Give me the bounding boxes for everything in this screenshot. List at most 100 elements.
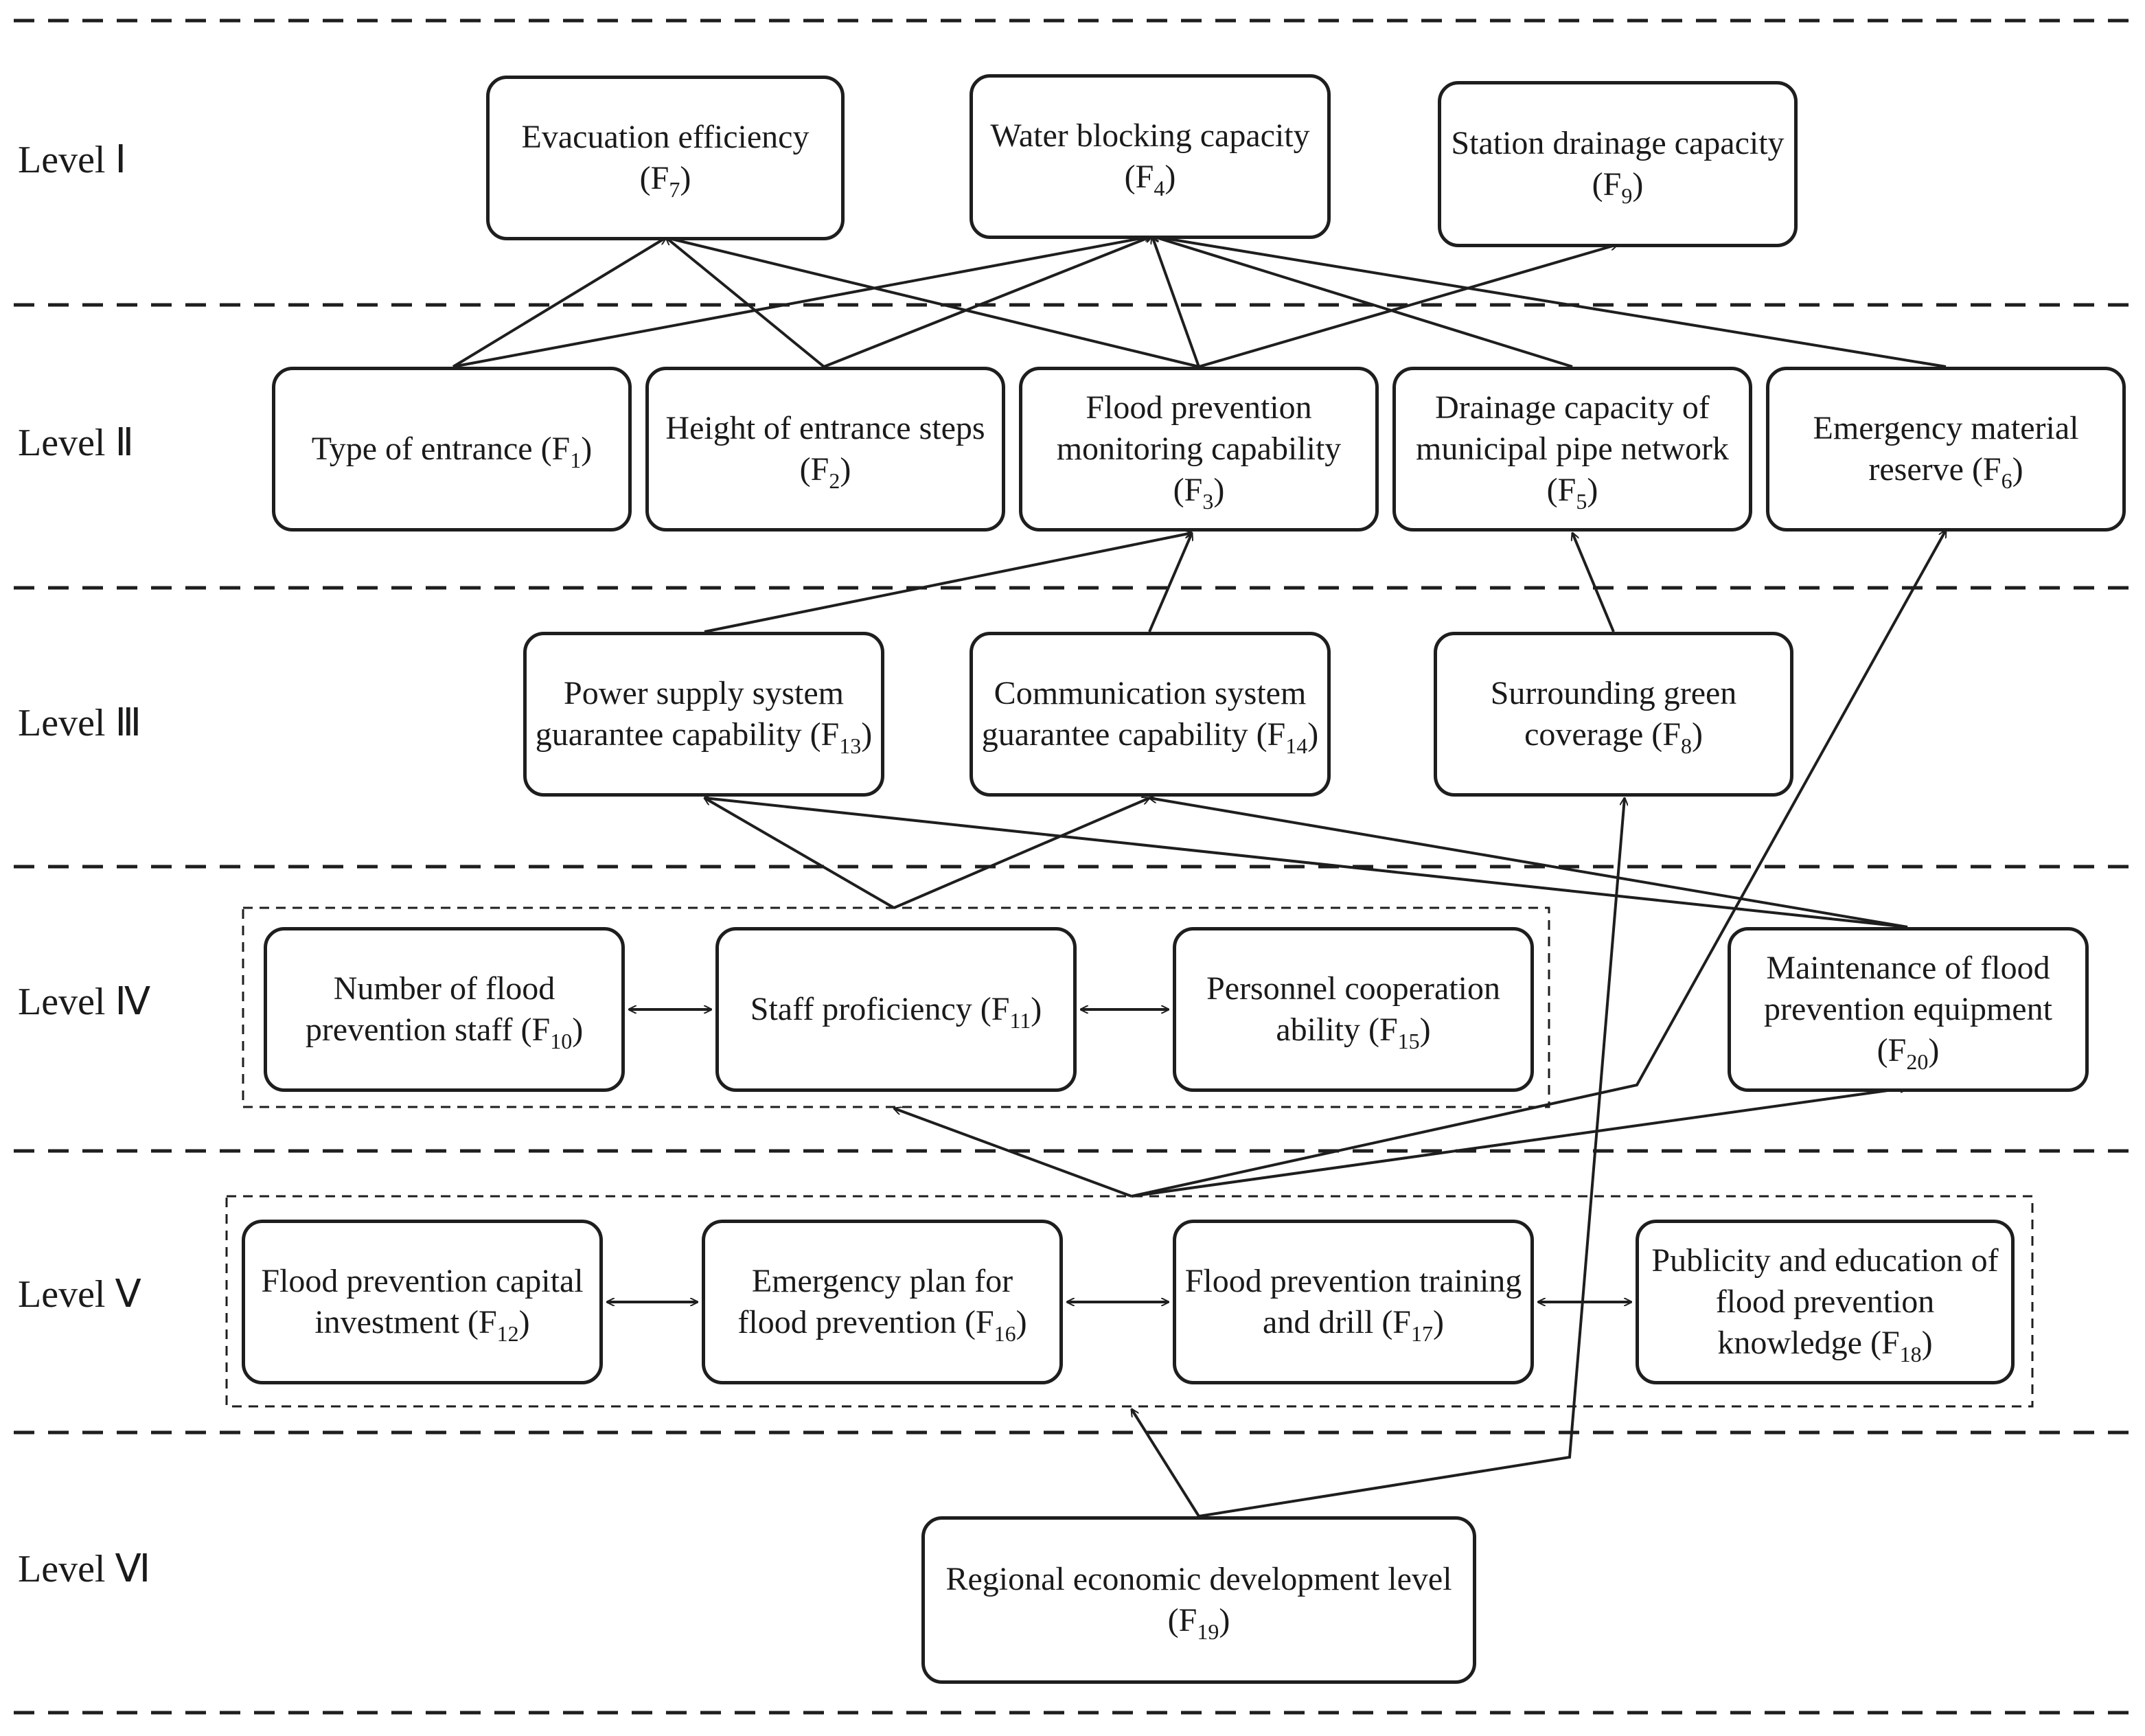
node-close-paren: ) [518, 1304, 530, 1340]
node-text: Flood prevention training and drill (F [1184, 1263, 1522, 1340]
node-close-paren: ) [1031, 991, 1042, 1027]
node-text: Type of entrance (F [311, 431, 571, 467]
node-close-paren: ) [1419, 1012, 1431, 1048]
node-subscript: 3 [1202, 489, 1214, 514]
node-text: Publicity and education of flood prevent… [1651, 1242, 1999, 1361]
arrow-groupV-to-groupIV [894, 1108, 1132, 1198]
arrow-F14-to-F3 [1148, 533, 1192, 632]
node-subscript: 12 [496, 1321, 519, 1346]
node-station-drainage-capacity: Station drainage capacity (F9) [1438, 81, 1798, 247]
node-label: Emergency material reserve (F6) [1778, 408, 2114, 493]
node-close-paren: ) [1165, 159, 1176, 195]
node-close-paren: ) [572, 1012, 584, 1048]
node-number-of-staff: Number of flood prevention staff (F10) [264, 927, 625, 1092]
node-label: Personnel cooperation ability (F15) [1184, 968, 1522, 1053]
node-close-paren: ) [1219, 1602, 1230, 1638]
node-subscript: 8 [1680, 733, 1692, 758]
node-text: Staff proficiency (F [750, 991, 1010, 1027]
node-power-supply-guarantee: Power supply system guarantee capability… [523, 632, 884, 797]
node-label: Maintenance of flood prevention equipmen… [1739, 948, 2077, 1074]
node-regional-economic-development: Regional economic development level (F19… [921, 1516, 1476, 1684]
node-close-paren: ) [581, 431, 593, 467]
node-subscript: 5 [1576, 489, 1587, 514]
node-close-paren: ) [1213, 472, 1225, 508]
node-communication-guarantee: Communication system guarantee capabilit… [970, 632, 1331, 797]
node-emergency-plan: Emergency plan for flood prevention (F16… [702, 1220, 1063, 1384]
node-text: Regional economic development level (F [945, 1561, 1452, 1638]
node-label: Flood prevention capital investment (F12… [253, 1261, 591, 1346]
node-capital-investment: Flood prevention capital investment (F12… [242, 1220, 603, 1384]
arrow-F11-to-F13 [704, 797, 895, 909]
node-close-paren: ) [1691, 716, 1703, 753]
node-text: Emergency plan for flood prevention (F [737, 1263, 1013, 1340]
node-close-paren: ) [1632, 166, 1644, 203]
arrow-groupV-to-F20 [1131, 1088, 1907, 1198]
node-flood-prevention-monitoring: Flood prevention monitoring capability (… [1019, 367, 1379, 532]
node-label: Emergency plan for flood prevention (F16… [713, 1261, 1051, 1345]
node-text: Drainage capacity of municipal pipe netw… [1416, 389, 1729, 508]
node-subscript: 10 [550, 1029, 573, 1053]
node-training-and-drill: Flood prevention training and drill (F17… [1173, 1220, 1534, 1384]
node-drainage-capacity-pipe-network: Drainage capacity of municipal pipe netw… [1392, 367, 1752, 532]
arrow-F2-to-F4 [823, 236, 1152, 368]
node-text: Number of flood prevention staff (F [305, 970, 555, 1048]
node-publicity-and-education: Publicity and education of flood prevent… [1636, 1220, 2015, 1384]
node-text: Personnel cooperation ability (F [1206, 970, 1500, 1048]
arrow-F13-to-F3 [704, 533, 1192, 633]
node-subscript: 4 [1154, 176, 1165, 201]
arrow-F3-to-F4 [1152, 236, 1200, 367]
node-label: Number of flood prevention staff (F10) [275, 968, 613, 1053]
node-type-of-entrance: Type of entrance (F1) [272, 367, 632, 532]
node-close-paren: ) [1928, 1032, 1940, 1069]
level-label-4: Level Ⅳ [18, 981, 151, 1023]
arrow-F6-to-F4 [1152, 236, 1947, 368]
node-label: Water blocking capacity (F4) [981, 115, 1319, 201]
arrow-F1-to-F7 [452, 236, 666, 368]
level-label-2: Level Ⅱ [18, 422, 135, 464]
node-text: Communication system guarantee capabilit… [981, 675, 1307, 753]
groupIV-box [242, 906, 1550, 1108]
node-subscript: 19 [1197, 1619, 1219, 1644]
node-subscript: 11 [1009, 1008, 1031, 1033]
arrow-F2-to-F7 [666, 238, 825, 368]
node-maintenance-equipment: Maintenance of flood prevention equipmen… [1728, 927, 2089, 1092]
node-text: Flood prevention monitoring capability (… [1056, 389, 1342, 508]
node-personnel-cooperation: Personnel cooperation ability (F15) [1173, 927, 1534, 1092]
node-label: Flood prevention training and drill (F17… [1184, 1261, 1522, 1345]
node-close-paren: ) [1921, 1325, 1933, 1361]
level-label-5: Level Ⅴ [18, 1273, 141, 1316]
arrow-F1-to-F4 [452, 236, 1152, 368]
node-subscript: 20 [1906, 1049, 1929, 1074]
node-subscript: 6 [2001, 468, 2012, 493]
node-subscript: 18 [1899, 1342, 1922, 1367]
node-close-paren: ) [680, 160, 691, 196]
level-label-3: Level Ⅲ [18, 702, 142, 744]
node-close-paren: ) [861, 716, 873, 753]
arrow-F19-to-F8 [1198, 798, 1625, 1518]
node-close-paren: ) [1016, 1304, 1027, 1340]
node-label: Drainage capacity of municipal pipe netw… [1404, 387, 1741, 514]
node-evacuation-efficiency: Evacuation efficiency (F7) [486, 76, 845, 240]
arrow-F8-to-F5 [1572, 533, 1615, 632]
node-label: Publicity and education of flood prevent… [1647, 1240, 2003, 1367]
node-subscript: 13 [839, 733, 862, 758]
node-close-paren: ) [1433, 1304, 1444, 1340]
node-text: Surrounding green coverage (F [1490, 675, 1737, 753]
node-subscript: 2 [829, 468, 840, 493]
node-subscript: 15 [1397, 1029, 1420, 1053]
arrow-F11-to-F14 [893, 798, 1149, 909]
node-text: Emergency material reserve (F [1813, 410, 2079, 488]
node-water-blocking-capacity: Water blocking capacity (F4) [970, 74, 1331, 239]
groupV-box [225, 1195, 2034, 1408]
arrow-F19-to-groupV [1132, 1409, 1200, 1518]
node-emergency-material-reserve: Emergency material reserve (F6) [1766, 367, 2126, 532]
level-label-1: Level Ⅰ [18, 139, 126, 181]
node-close-paren: ) [1587, 472, 1598, 508]
node-label: Communication system guarantee capabilit… [981, 673, 1319, 757]
node-label: Height of entrance steps (F2) [657, 408, 994, 493]
node-close-paren: ) [840, 451, 851, 488]
node-label: Staff proficiency (F11) [750, 989, 1042, 1033]
node-staff-proficiency: Staff proficiency (F11) [715, 927, 1077, 1092]
